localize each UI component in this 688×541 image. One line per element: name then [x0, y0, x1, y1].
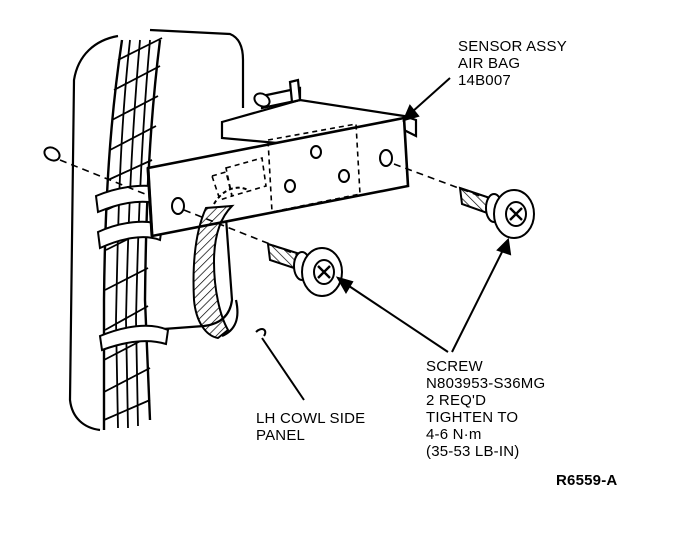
- screw-label-line-4: TIGHTEN TO: [426, 409, 519, 426]
- leader-lines: [255, 77, 512, 401]
- screw-label-line-5: 4-6 N·m: [426, 426, 482, 443]
- screw-label-line-2: N803953-S36MG: [426, 375, 546, 392]
- screw-upper: [458, 186, 535, 239]
- sensor-assy-label: SENSOR ASSY AIR BAG 14B007: [458, 38, 567, 89]
- screw-label-line-6: (35-53 LB-IN): [426, 443, 520, 460]
- screw-label-line-3: 2 REQ'D: [426, 392, 487, 409]
- cowl-panel-label: LH COWL SIDE PANEL: [256, 410, 365, 444]
- figure-reference: R6559-A: [556, 472, 618, 489]
- sensor-label-line-2: AIR BAG: [458, 55, 521, 72]
- screw-label-line-1: SCREW: [426, 358, 483, 375]
- sensor-label-line-1: SENSOR ASSY: [458, 38, 567, 55]
- mounting-studs: [43, 92, 271, 162]
- screw-lower: [266, 242, 343, 297]
- sensor-label-line-3: 14B007: [458, 72, 511, 89]
- screw-label: SCREW N803953-S36MG 2 REQ'D TIGHTEN TO 4…: [426, 358, 545, 460]
- bracket-holes: [171, 145, 393, 215]
- panel-label-line-2: PANEL: [256, 427, 306, 444]
- sensor-internals: [210, 123, 361, 213]
- panel-label-line-1: LH COWL SIDE: [256, 410, 366, 427]
- sensor-connector: [192, 186, 249, 340]
